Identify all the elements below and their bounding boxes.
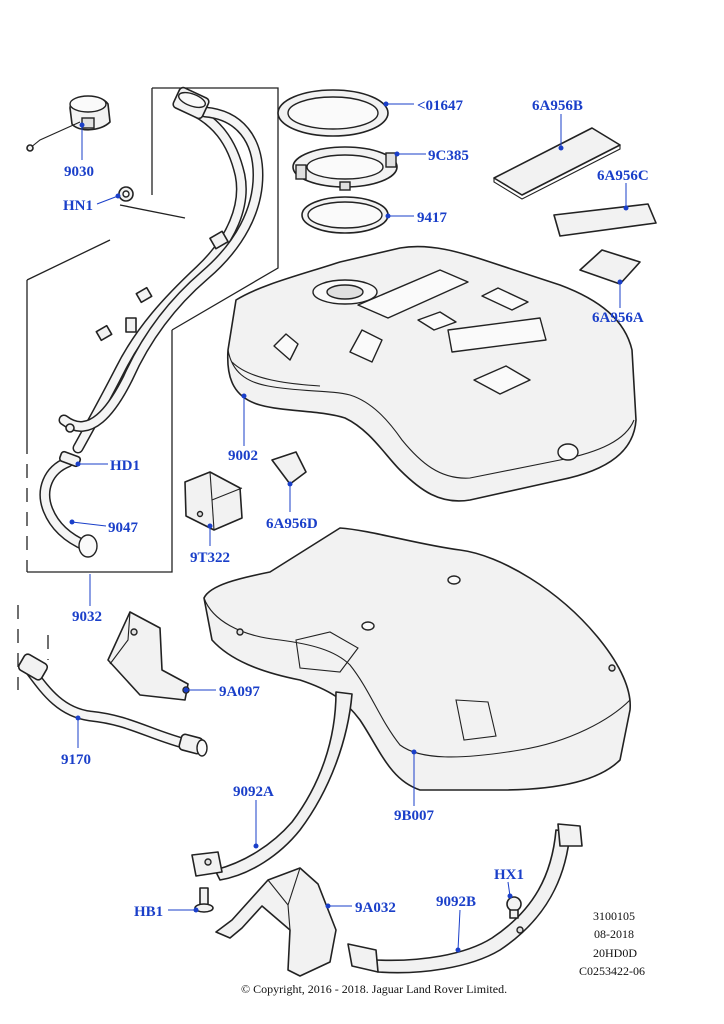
callout-9030[interactable]: 9030	[64, 164, 94, 180]
callout-9170[interactable]: 9170	[61, 752, 91, 768]
callout-9a032[interactable]: 9A032	[355, 900, 396, 916]
fuel-filler-cap[interactable]	[26, 95, 111, 152]
callout-6a956a[interactable]: 6A956A	[592, 310, 644, 326]
pad-6a956a[interactable]	[579, 249, 641, 285]
retaining-ring-9c385[interactable]	[292, 146, 398, 191]
callout-6a956d[interactable]: 6A956D	[266, 516, 318, 532]
callout-labels: <01647 6A956B 9030 9C385 HN1 9417 6A956C…	[61, 98, 649, 920]
callout-9092b[interactable]: 9092B	[436, 894, 476, 910]
filler-assembly-frame	[17, 87, 279, 690]
tank-shield-9b007[interactable]	[203, 527, 631, 791]
pad-6a956b[interactable]	[493, 127, 621, 200]
tank-strap-9092b[interactable]	[347, 823, 583, 974]
clip-hx1[interactable]	[506, 896, 522, 919]
ref-line-3: 20HD0D	[593, 946, 637, 960]
tank-strap-9092a[interactable]	[191, 691, 353, 881]
callout-hn1[interactable]: HN1	[63, 198, 93, 214]
callout-9417[interactable]: 9417	[417, 210, 448, 226]
callout-hb1[interactable]: HB1	[134, 904, 163, 920]
callout-01647[interactable]: <01647	[417, 98, 464, 114]
hn1-grommet[interactable]	[118, 186, 134, 202]
pad-6a956d[interactable]	[271, 451, 307, 485]
leader-lines	[69, 101, 629, 953]
fuel-tank[interactable]	[226, 245, 637, 502]
heat-shield-9a097[interactable]	[107, 611, 190, 701]
callout-hx1[interactable]: HX1	[494, 867, 524, 883]
callout-9092a[interactable]: 9092A	[233, 784, 274, 800]
lock-ring-01647[interactable]	[277, 89, 389, 137]
callout-9032[interactable]: 9032	[72, 609, 102, 625]
sender-seal-9417[interactable]	[301, 196, 389, 234]
callout-9002[interactable]: 9002	[228, 448, 258, 464]
filler-connecting-hose[interactable]	[39, 423, 98, 558]
bolt-hb1[interactable]	[194, 887, 214, 913]
bracket-9t322[interactable]	[184, 471, 243, 531]
heat-shield-9a032[interactable]	[215, 867, 337, 977]
callout-9b007[interactable]: 9B007	[394, 808, 435, 824]
drawing-reference-block: 3100105 08-2018 20HD0D C0253422-06	[579, 909, 645, 978]
callout-9t322[interactable]: 9T322	[190, 550, 230, 566]
callout-6a956c[interactable]: 6A956C	[597, 168, 649, 184]
ref-line-2: 08-2018	[594, 927, 634, 941]
ref-line-4: C0253422-06	[579, 964, 645, 978]
callout-9a097[interactable]: 9A097	[219, 684, 260, 700]
callout-hd1[interactable]: HD1	[110, 458, 140, 474]
callout-9c385[interactable]: 9C385	[428, 148, 469, 164]
ref-line-1: 3100105	[593, 909, 635, 923]
filler-neck-pipe[interactable]	[58, 86, 264, 454]
vent-hose[interactable]	[17, 653, 208, 757]
copyright-notice: © Copyright, 2016 - 2018. Jaguar Land Ro…	[241, 982, 507, 996]
callout-9047[interactable]: 9047	[108, 520, 139, 536]
callout-6a956b[interactable]: 6A956B	[532, 98, 583, 114]
pad-6a956c[interactable]	[553, 203, 657, 237]
